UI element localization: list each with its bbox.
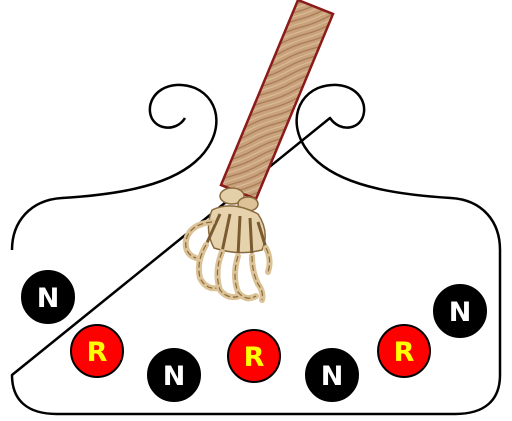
token-label: N <box>449 297 472 328</box>
token-label: R <box>87 337 108 368</box>
token-n[interactable]: N <box>434 285 486 337</box>
token-label: N <box>321 361 344 392</box>
token-r[interactable]: R <box>228 330 280 382</box>
token-n[interactable]: N <box>148 349 200 401</box>
token-label: N <box>37 283 60 314</box>
token-label: R <box>394 337 415 368</box>
skeleton-hand-icon[interactable] <box>186 188 270 300</box>
token-r[interactable]: R <box>378 325 430 377</box>
token-label: N <box>163 361 186 392</box>
claw-stick[interactable] <box>221 0 333 199</box>
token-n[interactable]: N <box>22 271 74 323</box>
token-label: R <box>244 342 265 373</box>
token-n[interactable]: N <box>306 349 358 401</box>
token-r[interactable]: R <box>71 325 123 377</box>
